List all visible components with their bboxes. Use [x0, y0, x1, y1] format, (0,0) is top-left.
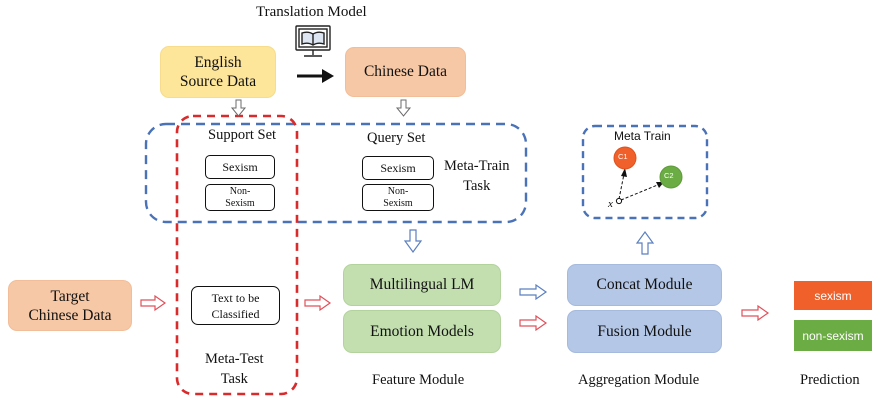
target-to-text-arrow [140, 294, 167, 312]
english-source-line1: English [194, 54, 242, 71]
feature-module-label: Feature Module [372, 372, 465, 388]
query-non-label: Non- [387, 185, 409, 197]
c1-circle [613, 146, 637, 170]
translation-arrow [297, 69, 334, 83]
meta-train-task-line1: Meta-Train [444, 158, 510, 174]
meta-test-task-line2: Task [220, 371, 248, 387]
lm-to-concat-arrow [519, 283, 548, 301]
meta-train-task-frame [144, 122, 528, 224]
multilingual-lm-box: Multilingual LM [343, 264, 501, 306]
target-line2: Chinese Data [28, 306, 112, 324]
emotion-to-fusion-arrow [519, 314, 548, 332]
text-to-feature-arrow [304, 294, 332, 312]
aggregation-to-meta-train-arrow [635, 230, 655, 255]
support-sexism2-label: Sexism [225, 197, 255, 209]
meta-train-task-line2: Task [463, 178, 491, 194]
prediction-label: Prediction [800, 372, 860, 388]
english-source-line2: Source Data [179, 73, 257, 90]
support-non-sexism-box: Non- Sexism [205, 184, 275, 211]
emotion-models-box: Emotion Models [343, 310, 501, 353]
meta-test-task-label: Meta-Test Task [205, 349, 264, 389]
aggregation-module-label: Aggregation Module [578, 372, 700, 388]
target-chinese-data-box: Target Chinese Data [8, 280, 132, 331]
c2-label: C2 [664, 171, 674, 180]
c2-circle [659, 165, 683, 189]
support-sexism-label: Sexism [222, 159, 258, 174]
query-non-sexism-box: Non- Sexism [362, 184, 434, 211]
meta-train-to-feature-arrow [403, 229, 423, 254]
english-down-arrow [230, 99, 247, 117]
chinese-data-box: Chinese Data [345, 47, 466, 97]
meta-train-title: Meta Train [614, 129, 671, 143]
meta-train-task-label: Meta-Train Task [444, 156, 510, 196]
meta-test-task-line1: Meta-Test [205, 351, 264, 367]
non-sexism-prediction-label: non-sexism [802, 328, 864, 343]
support-non-label: Non- [229, 185, 251, 197]
query-sexism-label: Sexism [380, 160, 416, 175]
x-label: x [608, 198, 613, 210]
sexism-prediction-label: sexism [814, 288, 852, 303]
text-to-be-classified-box: Text to be Classified [191, 286, 280, 325]
support-sexism-box: Sexism [205, 155, 275, 179]
chinese-down-arrow [395, 99, 412, 117]
translation-model-label: Translation Model [256, 4, 367, 20]
query-sexism2-label: Sexism [383, 197, 413, 209]
non-sexism-prediction-tag: non-sexism [794, 320, 872, 351]
c1-label: C1 [618, 152, 628, 161]
english-source-data-box: English Source Data [160, 46, 276, 98]
text-to-be-line1: Text to be [211, 290, 260, 305]
fusion-module-label: Fusion Module [597, 322, 692, 340]
multilingual-lm-label: Multilingual LM [369, 276, 475, 293]
text-to-be-line2: Classified [211, 306, 260, 321]
monitor-book-icon [295, 25, 331, 57]
emotion-models-label: Emotion Models [370, 322, 474, 340]
chinese-data-label: Chinese Data [363, 63, 448, 80]
support-set-title: Support Set [208, 127, 277, 143]
concat-module-label: Concat Module [596, 276, 693, 293]
fusion-module-box: Fusion Module [567, 310, 722, 353]
meta-train-vectors [613, 146, 683, 205]
meta-test-task-frame [175, 114, 299, 396]
target-line1: Target [50, 287, 90, 305]
query-sexism-box: Sexism [362, 156, 434, 180]
origin-point [615, 197, 623, 205]
sexism-prediction-tag: sexism [794, 281, 872, 310]
aggregation-to-prediction-arrow [741, 304, 770, 322]
meta-train-frame [581, 124, 709, 220]
concat-module-box: Concat Module [567, 264, 722, 306]
query-set-title: Query Set [367, 130, 426, 146]
